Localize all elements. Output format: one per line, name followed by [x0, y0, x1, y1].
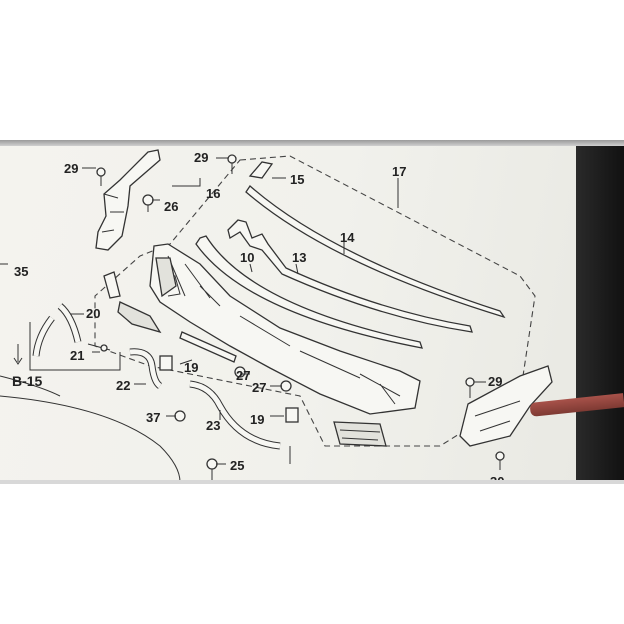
monitor-bezel-top: [0, 140, 624, 146]
clip-37: [174, 410, 186, 422]
callout-30: 30: [490, 474, 504, 482]
bolt-29a: [96, 167, 106, 177]
seal-15: [248, 161, 274, 179]
parts-diagram-drawing: 29 29 16 26 15 17 14 10 13 35 20 21 22 1…: [0, 149, 553, 482]
callout-10: 10: [240, 250, 254, 265]
callout-25: 25: [230, 458, 244, 473]
callout-29b: 29: [194, 150, 208, 165]
callout-15: 15: [290, 172, 304, 187]
hose-23: [189, 380, 281, 450]
callout-29c: 29: [488, 374, 502, 389]
hood-edge: [0, 395, 181, 482]
callout-29a: 29: [64, 161, 78, 176]
callout-19a: 19: [184, 360, 198, 375]
callout-17: 17: [392, 164, 406, 179]
callout-14: 14: [340, 230, 355, 245]
cowl-lower-cover: [333, 421, 387, 447]
cowl-side-vent: [155, 257, 177, 298]
callout-26: 26: [164, 199, 178, 214]
nozzle-19a: [159, 355, 173, 371]
callout-16: 16: [206, 186, 220, 201]
strip-10: [195, 235, 423, 349]
bolt-30: [495, 451, 505, 461]
assembly-outline: [94, 155, 536, 447]
cowl-top-panel: [149, 243, 421, 415]
callout-19b: 19: [250, 412, 264, 427]
bolt-29b: [227, 154, 237, 164]
callout-22: 22: [116, 378, 130, 393]
parts-diagram: 29 29 16 26 15 17 14 10 13 35 20 21 22 1…: [0, 146, 580, 482]
bracket-mid-left: [117, 301, 162, 334]
bolt-29c: [465, 377, 475, 387]
callout-35: 35: [14, 264, 28, 279]
bar-long: [179, 331, 237, 363]
monitor-bezel-bottom: [0, 480, 624, 484]
nozzle-19b: [285, 407, 299, 423]
clip-27b: [280, 380, 292, 392]
monitor-frame: [576, 146, 624, 482]
clip-26: [142, 194, 154, 206]
strip-14: [245, 185, 506, 319]
callout-21: 21: [70, 348, 84, 363]
callout-27b: 27: [252, 380, 266, 395]
bolt-25: [206, 458, 218, 470]
callout-13: 13: [292, 250, 306, 265]
callout-37: 37: [146, 410, 160, 425]
callout-23: 23: [206, 418, 220, 433]
callout-20: 20: [86, 306, 100, 321]
strip-13: [227, 219, 473, 333]
callout-27a: 27: [236, 368, 250, 383]
section-ref-label: B-15: [12, 373, 43, 389]
bracket-upper-left: [103, 271, 121, 299]
